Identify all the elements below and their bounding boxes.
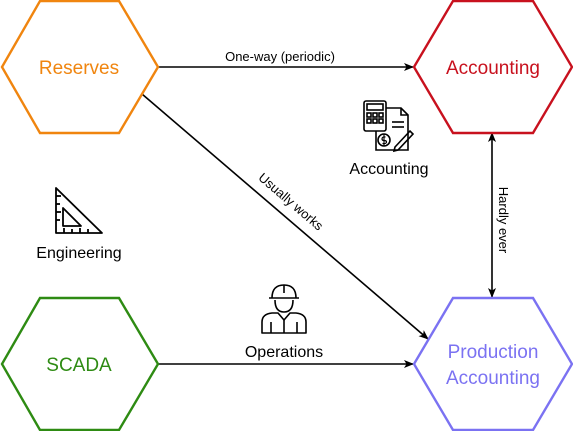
node-production-accounting[interactable]: Production Accounting <box>412 296 573 431</box>
node-accounting[interactable]: Accounting <box>412 0 573 135</box>
node-scada-label: SCADA <box>46 355 112 376</box>
edge-label-one-way: One-way (periodic) <box>225 49 335 64</box>
icon-label-engineering: Engineering <box>36 245 121 262</box>
node-reserves[interactable]: Reserves <box>0 0 160 135</box>
calculator-document-icon <box>363 100 415 153</box>
hard-hat-worker-icon <box>261 284 307 334</box>
icon-label-accounting: Accounting <box>349 161 428 178</box>
icon-label-operations: Operations <box>245 344 323 361</box>
node-scada[interactable]: SCADA <box>0 296 160 431</box>
node-accounting-label: Accounting <box>446 58 540 79</box>
edge-reserves-to-production-accounting <box>141 93 429 340</box>
set-square-icon <box>55 187 103 234</box>
edge-label-hardly-ever: Hardly ever <box>496 187 511 254</box>
node-reserves-label: Reserves <box>39 58 119 79</box>
node-production-accounting-label-line2: Accounting <box>446 368 540 389</box>
edge-label-usually-works: Usually works <box>256 170 327 234</box>
node-production-accounting-label-line1: Production <box>448 342 539 363</box>
